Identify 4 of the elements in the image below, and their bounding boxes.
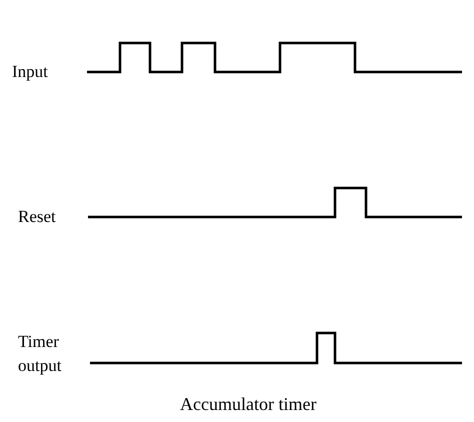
caption: Accumulator timer xyxy=(180,393,316,416)
signal-label: Timer output xyxy=(18,331,62,377)
signal-label: Reset xyxy=(18,206,57,228)
signal-label: Input xyxy=(12,61,49,83)
